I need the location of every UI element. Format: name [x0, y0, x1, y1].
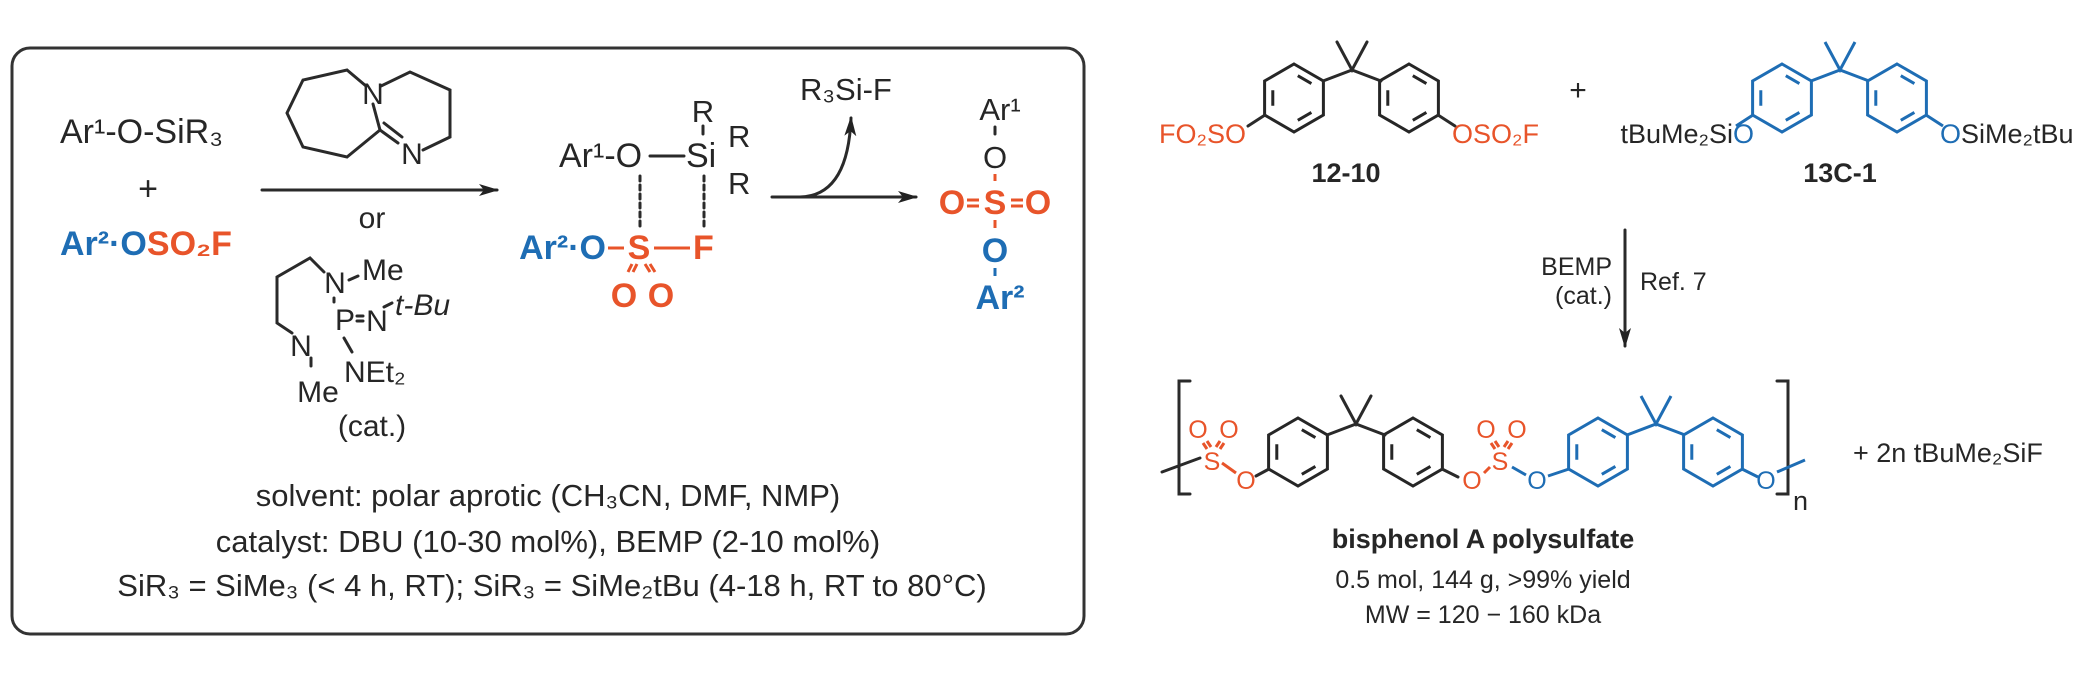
product-ar2: Ar² [975, 279, 1024, 317]
benzene-ring [1682, 416, 1744, 488]
sulfur-1: S [1204, 448, 1221, 476]
dbu-structure: N N [285, 68, 452, 171]
conditions-solvent: solvent: polar aprotic (CH₃CN, DMF, NMP) [256, 478, 841, 513]
polymerization-panel: FO₂SO OSO₂F 12-10 + tBuMe₂SiO OSiMe₂tBu … [1159, 40, 2074, 629]
monomer1-label: 12-10 [1311, 158, 1380, 188]
polymer-byproduct: + 2n tBuMe₂SiF [1853, 438, 2043, 468]
benzene-ring [1866, 62, 1928, 134]
monomer-12-10: FO₂SO OSO₂F 12-10 [1159, 40, 1539, 188]
product-ar1: Ar¹ [979, 92, 1020, 127]
sulfonyl-o-2b: O [1507, 416, 1526, 444]
reactant-silyl-ether: Ar¹-O-SiR₃ [60, 113, 223, 151]
reactant-fluorosulfate: Ar²·OSO₂F [60, 225, 232, 263]
conditions-catalyst: catalyst: DBU (10-30 mol%), BEMP (2-10 m… [216, 524, 880, 559]
plus-sign: + [138, 170, 158, 208]
product-o-bottom: O [982, 232, 1008, 270]
bemp-me-top: Me [362, 254, 404, 287]
bemp-structure: N Me P N t-Bu N NEt₂ Me (cat.) [275, 254, 450, 443]
ts-r-top: R [692, 94, 714, 129]
link-o-1: O [1236, 467, 1255, 495]
dbu-n2: N [401, 138, 423, 171]
reagent-cat: (cat.) [1555, 282, 1612, 310]
benzene-ring [1263, 62, 1325, 134]
ts-o-2: O [648, 277, 674, 315]
bemp-net2: NEt₂ [344, 356, 406, 389]
bemp-tbu: t-Bu [395, 289, 450, 322]
repeat-n: n [1793, 486, 1808, 516]
polymer-repeat-unit: n O O S O O O O S O O [1160, 379, 1808, 516]
ts-r-right-1: R [728, 119, 750, 154]
sulfur-2: S [1492, 448, 1509, 476]
monomer2-right-group: OSiMe₂tBu [1940, 119, 2074, 149]
transition-state: Ar¹-O Si R R R Ar²·O S F O O [519, 94, 750, 315]
monomer1-left-group: FO₂SO [1159, 119, 1246, 149]
link-o-2-right: O [1527, 467, 1546, 495]
monomer2-label: 13C-1 [1803, 158, 1877, 188]
bemp-cat: (cat.) [338, 410, 406, 443]
link-o-2-left: O [1462, 467, 1481, 495]
ts-s: S [628, 229, 651, 267]
product-o-top: O [983, 140, 1007, 175]
bemp-me-bottom: Me [297, 376, 339, 409]
product-o-right: O [1025, 184, 1051, 222]
dbu-n1: N [362, 78, 384, 111]
reference-label: Ref. 7 [1640, 268, 1707, 296]
ts-r-right-2: R [728, 166, 750, 201]
polymer-yield: 0.5 mol, 144 g, >99% yield [1335, 566, 1630, 594]
monomer1-right-group: OSO₂F [1452, 119, 1539, 149]
ts-f: F [693, 229, 714, 267]
benzene-ring [1378, 62, 1440, 134]
silyl-fluoride-byproduct: R₃Si-F [800, 72, 892, 107]
monomer2-left-group: tBuMe₂SiO [1620, 119, 1754, 149]
product-o-left: O [939, 184, 965, 222]
ts-ar1-o: Ar¹-O [559, 137, 642, 175]
or-label: or [359, 202, 386, 235]
bemp-n-bottom: N [290, 330, 312, 363]
bemp-n-imine: N [366, 305, 388, 338]
ts-o-1: O [611, 277, 637, 315]
benzene-ring [1751, 62, 1813, 134]
sulfonyl-o-2a: O [1476, 416, 1495, 444]
benzene-ring [1567, 416, 1629, 488]
sulfonyl-o-1b: O [1219, 416, 1238, 444]
reagent-bemp: BEMP [1541, 253, 1612, 281]
link-o-end: O [1756, 467, 1775, 495]
benzene-ring [1382, 416, 1444, 488]
right-bracket [1775, 379, 1790, 496]
conditions-silyl-group: SiR₃ = SiMe₃ (< 4 h, RT); SiR₃ = SiMe₂tB… [117, 568, 986, 603]
elimination-curved-arrow [798, 116, 857, 199]
plus-sign-monomers: + [1569, 74, 1587, 107]
sulfonyl-o-1a: O [1188, 416, 1207, 444]
sulfate-product: Ar¹ O O S O O Ar² [939, 92, 1051, 317]
polymer-name: bisphenol A polysulfate [1332, 524, 1635, 554]
polymer-molecular-weight: MW = 120 − 160 kDa [1365, 601, 1601, 629]
benzene-ring [1267, 416, 1329, 488]
left-bracket [1177, 379, 1192, 496]
aromatic-rings [1263, 62, 1928, 488]
mechanism-panel: Ar¹-O-SiR₃ + Ar²·OSO₂F N N or N Me P N t… [10, 46, 1086, 636]
ts-ar2-o: Ar²·O [519, 229, 606, 267]
ts-si: Si [686, 137, 716, 175]
bemp-n-top: N [324, 267, 346, 300]
product-s: S [984, 184, 1007, 222]
bemp-p: P [335, 304, 355, 337]
monomer-13C-1: tBuMe₂SiO OSiMe₂tBu 13C-1 [1620, 41, 2074, 188]
